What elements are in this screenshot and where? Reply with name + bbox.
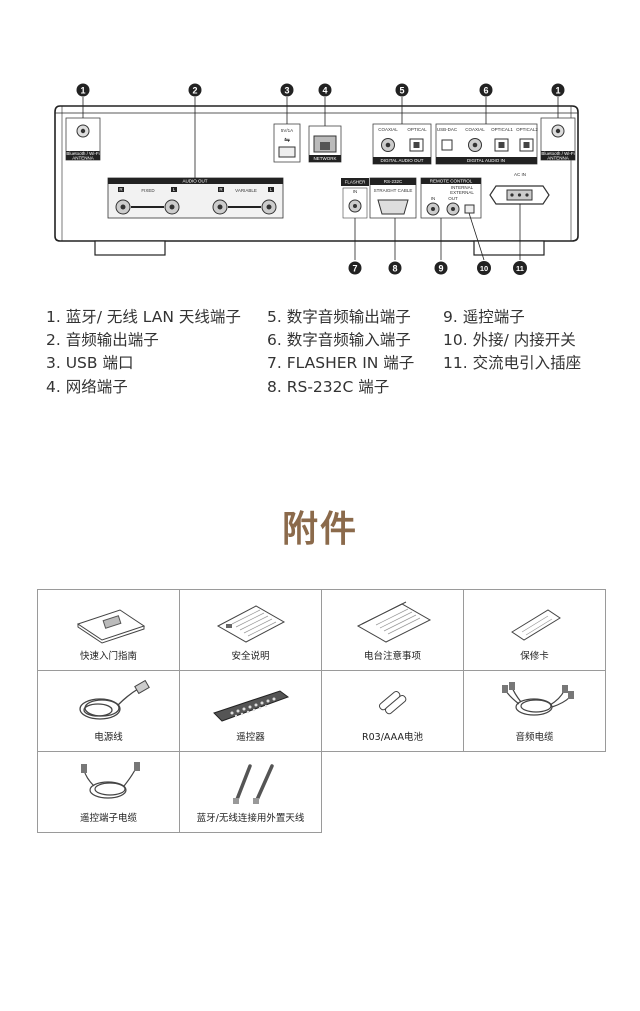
- flasher-in-terminal: FLASHER IN: [341, 178, 369, 219]
- rear-panel-diagram: Bluetooth / Wi-Fi ANTENNA Bluetooth / Wi…: [54, 83, 579, 275]
- legend-item: 5. 数字音频输出端子: [267, 308, 411, 326]
- svg-text:FLASHER: FLASHER: [345, 180, 367, 185]
- remote-control-terminal: REMOTE CONTROL INTERNAL EXTERNAL IN OUT: [420, 177, 482, 219]
- svg-text:R: R: [119, 187, 123, 192]
- accessory-safety-instructions: 安全说明: [179, 589, 322, 671]
- legend-column-3: 9. 遥控端子 10. 外接/ 内接开关 11. 交流电引入插座: [443, 306, 581, 376]
- legend-item: 9. 遥控端子: [443, 308, 525, 326]
- svg-text:R: R: [219, 187, 223, 192]
- svg-text:REMOTE CONTROL: REMOTE CONTROL: [430, 179, 473, 184]
- accessory-power-cord: 电源线: [37, 670, 180, 752]
- antenna-terminal-right: Bluetooth / Wi-Fi ANTENNA: [540, 117, 576, 161]
- antenna-right-label-1: Bluetooth / Wi-Fi: [541, 151, 574, 156]
- svg-text:DIGITAL AUDIO IN: DIGITAL AUDIO IN: [467, 158, 505, 163]
- fixed-label: FIXED: [141, 188, 155, 193]
- callout-3: 3: [284, 86, 289, 96]
- legend-item: 6. 数字音频输入端子: [267, 331, 411, 350]
- accessory-remote-cable: 遥控端子电缆: [37, 751, 180, 833]
- accessory-remote-control: 遥控器: [179, 670, 322, 752]
- accessory-external-antennas: 蓝牙/无线连接用外置天线: [179, 751, 322, 833]
- legend-item: 1. 蓝牙/ 无线 LAN 天线端子: [46, 308, 241, 326]
- ac-inlet: AC IN: [489, 172, 550, 205]
- callout-7: 7: [352, 264, 357, 274]
- callout-9: 9: [438, 264, 443, 274]
- callout-10: 10: [480, 264, 488, 273]
- power-cord-icon: [79, 679, 150, 720]
- svg-text:EXTERNAL: EXTERNAL: [450, 190, 474, 195]
- callout-2: 2: [192, 86, 197, 96]
- callout-8: 8: [392, 264, 397, 274]
- accessory-audio-cable: 音频电缆: [463, 670, 606, 752]
- usb-port: 5V/1A ⇋: [273, 123, 301, 163]
- rs232c-terminal: RS-232C STRAIGHT CABLE: [369, 177, 417, 219]
- svg-text:L: L: [173, 187, 176, 192]
- svg-text:OUT: OUT: [448, 196, 458, 201]
- callout-1: 1: [80, 86, 85, 96]
- foot-right: [473, 240, 545, 256]
- card-icon: [511, 609, 561, 641]
- svg-text:DIGITAL AUDIO OUT: DIGITAL AUDIO OUT: [380, 158, 423, 163]
- accessory-quick-start-guide: 快速入门指南: [37, 589, 180, 671]
- accessories-title: 附件: [281, 509, 358, 550]
- digital-audio-out: COAXIAL OPTICAL DIGITAL AUDIO OUT: [372, 123, 432, 165]
- booklet-icon: [76, 609, 146, 644]
- antenna-left-label-2: ANTENNA: [72, 156, 94, 161]
- svg-text:USB-DAC: USB-DAC: [437, 127, 458, 132]
- svg-text:STRAIGHT CABLE: STRAIGHT CABLE: [374, 188, 413, 193]
- svg-text:AC IN: AC IN: [514, 172, 526, 177]
- audio-out-block: AUDIO OUT FIXED VARIABLE R L R L: [107, 177, 284, 219]
- sheets-icon: [356, 601, 432, 643]
- svg-text:COAXIAL: COAXIAL: [378, 127, 398, 132]
- legend-item: 10. 外接/ 内接开关: [443, 331, 576, 350]
- foot-left: [94, 240, 166, 256]
- remote-cable-icon: [81, 762, 140, 799]
- svg-text:IN: IN: [431, 196, 436, 201]
- legend-item: 7. FLASHER IN 端子: [267, 354, 415, 373]
- network-port: NETWORK: [308, 125, 342, 163]
- variable-label: VARIABLE: [235, 188, 257, 193]
- legend-item: 8. RS-232C 端子: [267, 377, 390, 396]
- callout-4: 4: [322, 86, 327, 96]
- antenna-icon: [233, 764, 274, 804]
- antenna-right-label-2: ANTENNA: [547, 156, 569, 161]
- accessory-warranty-card: 保修卡: [463, 589, 606, 671]
- antenna-terminal-left: Bluetooth / Wi-Fi ANTENNA: [65, 117, 101, 161]
- legend-column-1: 1. 蓝牙/ 无线 LAN 天线端子 2. 音频输出端子 3. USB 端口 4…: [46, 306, 241, 399]
- antenna-left-label-1: Bluetooth / Wi-Fi: [66, 151, 99, 156]
- svg-text:OPTICAL2: OPTICAL2: [516, 127, 538, 132]
- digital-audio-in: USB-DAC COAXIAL OPTICAL1 OPTICAL2 DIGITA…: [435, 123, 538, 165]
- accessories-table: 快速入门指南 安全说明 电: [37, 589, 606, 833]
- legend-item: 4. 网络端子: [46, 377, 128, 396]
- callout-1-right: 1: [555, 86, 560, 96]
- legend-column-2: 5. 数字音频输出端子 6. 数字音频输入端子 7. FLASHER IN 端子…: [267, 306, 414, 399]
- callout-5: 5: [399, 86, 404, 96]
- audio-cable-icon: [502, 682, 574, 716]
- svg-text:INTERNAL: INTERNAL: [451, 185, 474, 190]
- legend-item: 3. USB 端口: [46, 354, 134, 373]
- svg-text:5V/1A: 5V/1A: [281, 128, 293, 133]
- accessory-batteries: R03/AAA电池: [321, 670, 464, 752]
- svg-text:NETWORK: NETWORK: [314, 156, 337, 161]
- svg-text:OPTICAL1: OPTICAL1: [491, 127, 513, 132]
- audio-out-label: AUDIO OUT: [182, 179, 207, 184]
- svg-text:COAXIAL: COAXIAL: [465, 127, 485, 132]
- document-icon: [216, 605, 286, 643]
- legend-item: 11. 交流电引入插座: [443, 354, 582, 373]
- callout-6: 6: [483, 86, 488, 96]
- remote-control-icon: [213, 690, 290, 722]
- svg-text:RS-232C: RS-232C: [384, 179, 403, 184]
- callout-11: 11: [516, 264, 524, 273]
- svg-text:OPTICAL: OPTICAL: [407, 127, 427, 132]
- legend-item: 2. 音频输出端子: [46, 331, 159, 350]
- battery-icon: [378, 690, 407, 715]
- usb-icon: ⇋: [284, 136, 290, 144]
- svg-text:L: L: [270, 187, 273, 192]
- callout-markers: 1 2 3 4 5 6 1 7 8 9 10 11: [76, 83, 565, 275]
- svg-text:IN: IN: [353, 189, 358, 194]
- accessory-radio-notes: 电台注意事项: [321, 589, 464, 671]
